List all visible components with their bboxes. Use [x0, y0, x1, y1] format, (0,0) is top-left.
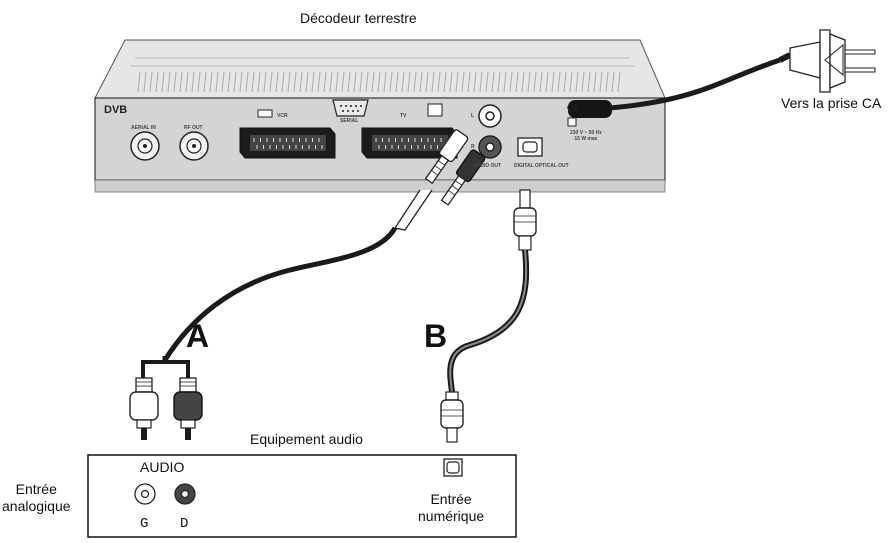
audio-equipment-label: Equipement audio	[250, 431, 363, 447]
left-channel-label: G	[140, 516, 149, 532]
digital-input-label: Entrée numérique	[418, 491, 485, 524]
rf-out-label: RF OUT	[184, 125, 203, 131]
tv-label: TV	[400, 113, 407, 119]
cable-a-label: A	[186, 318, 210, 354]
scart-tv	[361, 127, 458, 159]
audio-label: AUDIO	[140, 459, 185, 475]
mains-plug	[789, 29, 876, 93]
scart-vcr	[239, 127, 336, 159]
dvb-logo: DVB	[104, 104, 128, 116]
digital-optical-out-label: DIGITAL OPTICAL OUT	[514, 163, 569, 169]
vcr-label: VCR	[277, 113, 288, 119]
audio-equipment-box	[87, 454, 517, 538]
analog-input-label: Entrée analogique	[2, 481, 71, 514]
decoder-box	[94, 39, 666, 193]
right-channel-label: D	[180, 516, 189, 532]
aerial-in-label: AERIAL IN	[131, 125, 156, 131]
mains-cable	[609, 52, 792, 111]
mains-label: Vers la prise CA	[781, 95, 882, 111]
rca-plug-right-audio	[173, 377, 203, 440]
cable-b	[447, 189, 537, 393]
r-label: R	[471, 144, 475, 150]
rca-plug-left-audio	[129, 377, 159, 440]
audio-out-label: AUDIO OUT	[473, 163, 502, 169]
cable-b-label: B	[424, 318, 448, 354]
power-rating-label: 230 V ~ 50 Hz 15 W max	[570, 130, 602, 142]
serial-label: SERIAL	[340, 118, 359, 124]
l-label: L	[471, 113, 475, 119]
rca-plug-left-decoder	[424, 129, 469, 185]
optical-plug-audio	[440, 391, 464, 443]
device-title: Décodeur terrestre	[300, 10, 417, 26]
cable-a	[141, 189, 433, 378]
ce-mark: CE	[567, 103, 580, 113]
rca-plug-right-decoder	[440, 149, 486, 206]
